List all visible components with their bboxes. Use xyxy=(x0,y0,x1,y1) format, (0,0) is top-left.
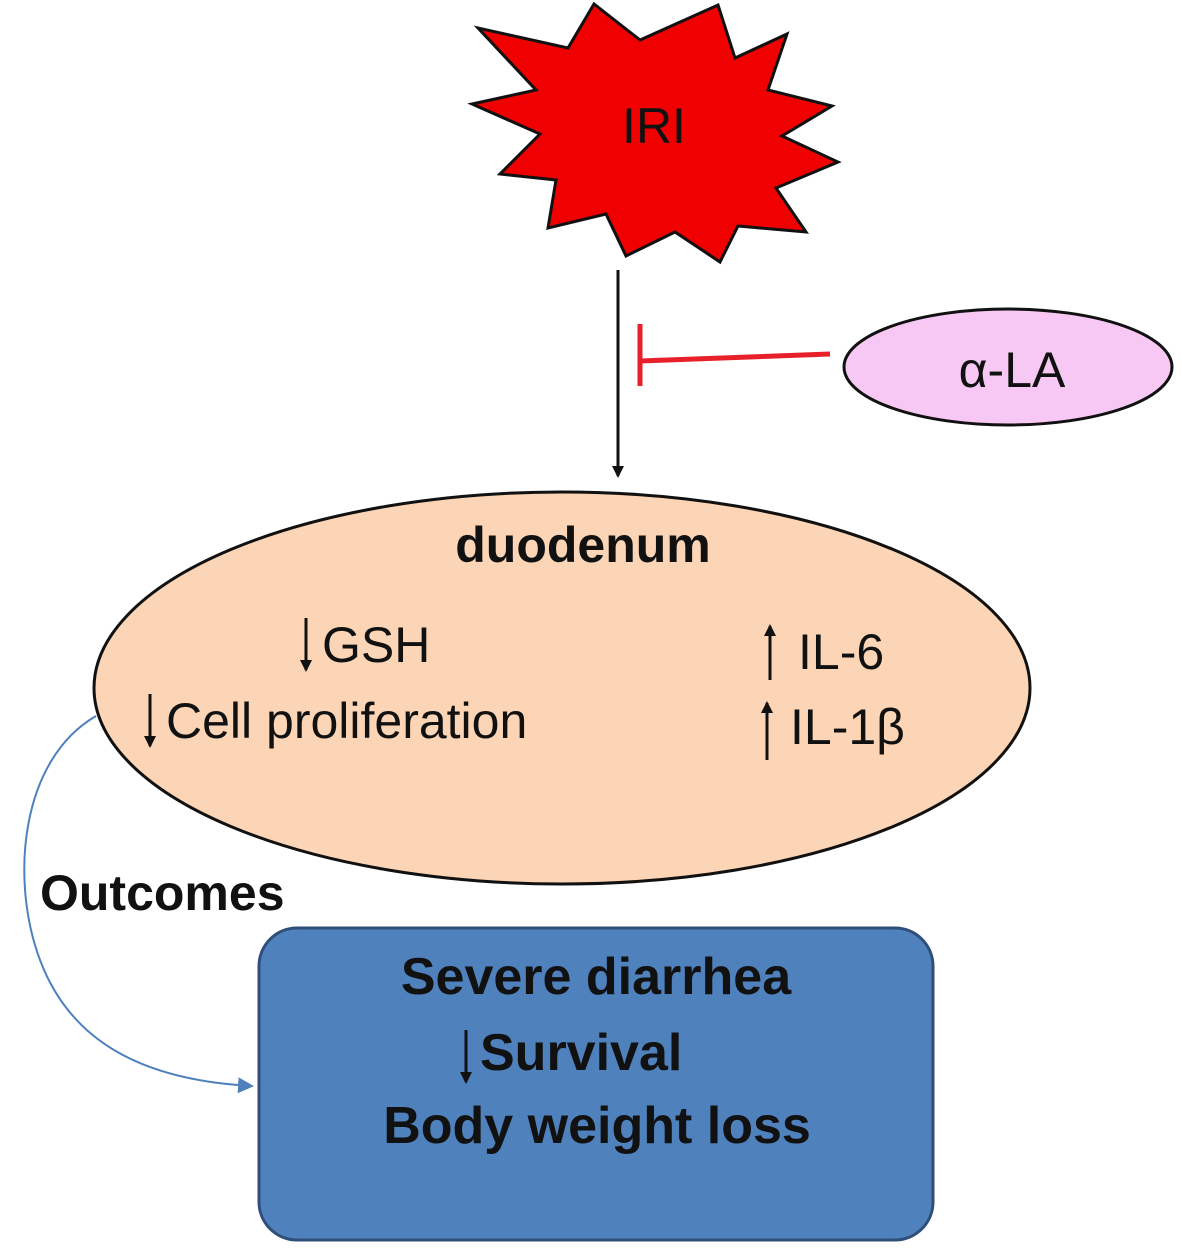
duodenum-node: duodenum GSH Cell proliferation IL-6 IL-… xyxy=(92,490,1032,886)
cell-proliferation-label: Cell proliferation xyxy=(166,693,527,749)
burst-shape xyxy=(467,1,842,265)
outcomes-arrow xyxy=(23,715,254,1094)
outcomes-label: Outcomes xyxy=(40,865,285,921)
outcome-item: Survival xyxy=(480,1024,682,1082)
il6-label: IL-6 xyxy=(798,624,884,680)
duodenum-title: duodenum xyxy=(455,517,711,573)
iri-label: IRI xyxy=(622,98,686,154)
alpha-la-label: α-LA xyxy=(959,342,1066,398)
outcome-item: Body weight loss xyxy=(383,1097,811,1155)
alpha-la-node: α-LA xyxy=(842,307,1174,427)
il1b-label: IL-1β xyxy=(790,699,905,755)
gsh-label: GSH xyxy=(322,617,430,673)
iri-burst: IRI xyxy=(467,1,842,265)
inhibition-line xyxy=(637,324,831,386)
outcomes-box: Severe diarrhea Survival Body weight los… xyxy=(257,926,935,1242)
outcome-item: Severe diarrhea xyxy=(401,948,792,1006)
